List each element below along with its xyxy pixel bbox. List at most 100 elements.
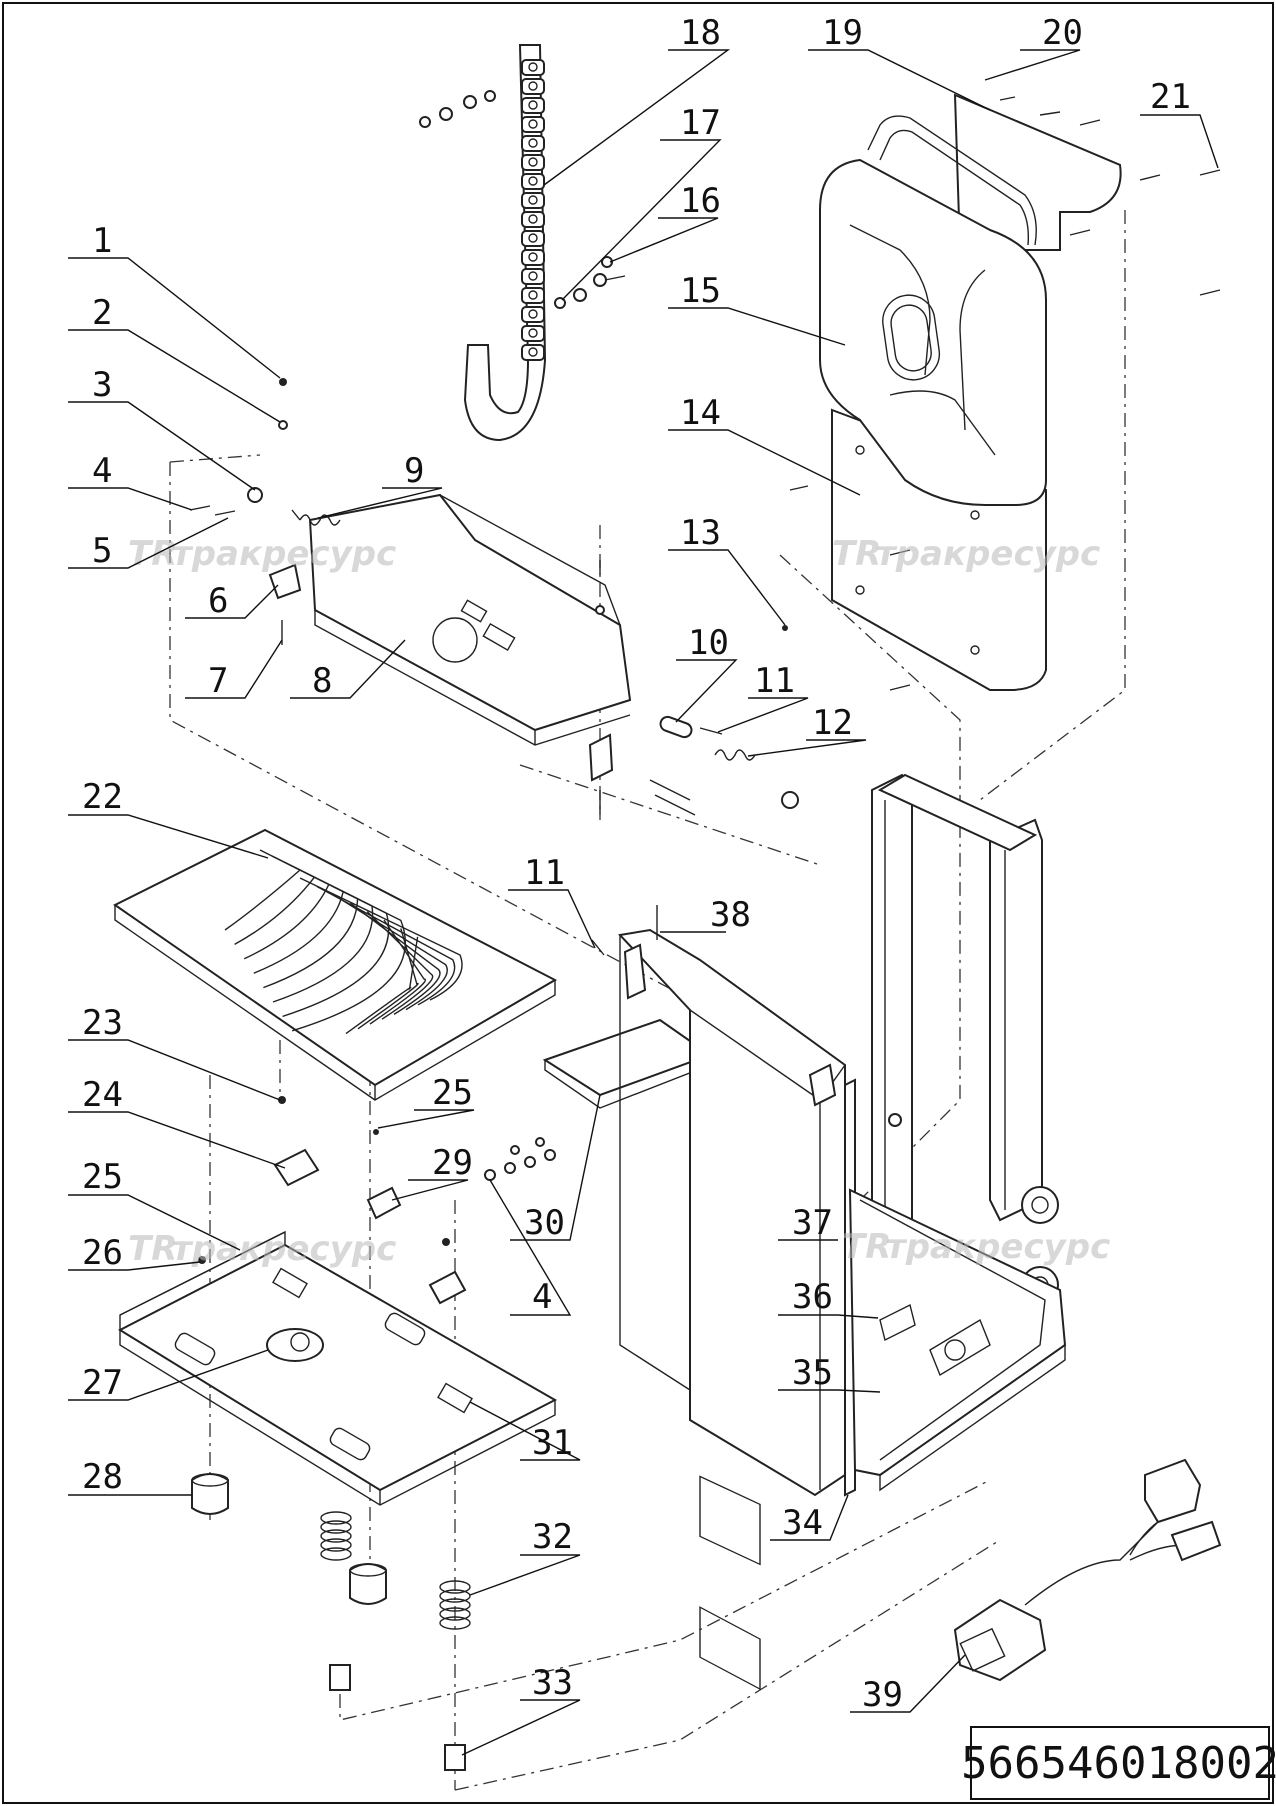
svg-text:24: 24 bbox=[82, 1075, 123, 1115]
svg-text:32: 32 bbox=[532, 1517, 573, 1557]
svg-text:33: 33 bbox=[532, 1663, 573, 1703]
callout-24: 24 bbox=[68, 1075, 286, 1169]
svg-text:39: 39 bbox=[862, 1675, 903, 1715]
callout-28: 28 bbox=[68, 1457, 192, 1497]
watermark-logo: TR bbox=[842, 1227, 891, 1267]
callout-14: 14 bbox=[668, 393, 861, 496]
svg-text:7: 7 bbox=[208, 661, 228, 701]
svg-text:30: 30 bbox=[524, 1203, 565, 1243]
seat-pan bbox=[113, 828, 558, 1101]
callout-7: 7 bbox=[185, 639, 283, 701]
svg-text:25: 25 bbox=[432, 1073, 473, 1113]
seat-support-column bbox=[484, 905, 856, 1691]
svg-text:28: 28 bbox=[82, 1457, 123, 1497]
callout-11b: 11 bbox=[508, 853, 596, 949]
callout-1: 1 bbox=[68, 221, 281, 379]
callout-15: 15 bbox=[668, 271, 846, 346]
svg-text:11: 11 bbox=[524, 853, 565, 893]
wiring-harness bbox=[953, 1458, 1222, 1682]
svg-text:18: 18 bbox=[680, 13, 721, 53]
callout-29: 29 bbox=[391, 1143, 473, 1201]
svg-text:19: 19 bbox=[822, 13, 863, 53]
svg-text:12: 12 bbox=[812, 703, 853, 743]
document-number: 566546018002 bbox=[961, 1726, 1276, 1800]
callout-4: 4 bbox=[68, 451, 193, 511]
svg-text:17: 17 bbox=[680, 103, 721, 143]
callout-8: 8 bbox=[290, 639, 406, 701]
watermark-logo: TR bbox=[128, 534, 177, 574]
svg-text:27: 27 bbox=[82, 1363, 123, 1403]
callout-12: 12 bbox=[747, 703, 867, 757]
callout-3: 3 bbox=[68, 365, 256, 491]
callout-25b: 25 bbox=[377, 1073, 475, 1129]
callout-26: 26 bbox=[68, 1233, 201, 1273]
callout-37: 37 bbox=[778, 1203, 838, 1243]
cable-chain bbox=[463, 44, 547, 442]
svg-text:2: 2 bbox=[92, 293, 112, 333]
svg-text:1: 1 bbox=[92, 221, 112, 261]
watermark-1: TR тракресурс bbox=[128, 534, 396, 574]
callout-9: 9 bbox=[317, 451, 443, 519]
svg-text:26: 26 bbox=[82, 1233, 123, 1273]
svg-text:23: 23 bbox=[82, 1003, 123, 1043]
callout-2: 2 bbox=[68, 293, 281, 423]
callout-35: 35 bbox=[778, 1353, 881, 1393]
watermark-text: тракресурс bbox=[876, 534, 1100, 574]
svg-text:31: 31 bbox=[532, 1423, 573, 1463]
watermark-logo: TR bbox=[832, 534, 881, 574]
svg-text:14: 14 bbox=[680, 393, 721, 433]
callout-10: 10 bbox=[675, 623, 738, 723]
callout-6: 6 bbox=[185, 581, 279, 621]
svg-text:6: 6 bbox=[208, 581, 228, 621]
mast-and-platform bbox=[848, 773, 1067, 1492]
chain-mount-hardware bbox=[419, 90, 626, 309]
svg-text:4: 4 bbox=[92, 451, 112, 491]
callout-34: 34 bbox=[770, 1494, 849, 1543]
callouts: 1 2 3 4 5 6 7 8 9 10 11 12 13 14 15 16 1… bbox=[68, 13, 1219, 1756]
watermark-logo: TR bbox=[128, 1229, 177, 1269]
seat-base bbox=[117, 1096, 558, 1771]
svg-text:21: 21 bbox=[1150, 77, 1191, 117]
svg-text:36: 36 bbox=[792, 1277, 833, 1317]
svg-text:38: 38 bbox=[710, 895, 751, 935]
svg-text:15: 15 bbox=[680, 271, 721, 311]
svg-text:25: 25 bbox=[82, 1157, 123, 1197]
callout-18: 18 bbox=[543, 13, 731, 186]
svg-text:37: 37 bbox=[792, 1203, 833, 1243]
svg-text:5: 5 bbox=[92, 531, 112, 571]
seat-frame bbox=[189, 378, 799, 816]
callout-25: 25 bbox=[68, 1157, 241, 1251]
callout-32: 32 bbox=[469, 1517, 581, 1596]
callout-11: 11 bbox=[717, 661, 809, 733]
watermark-4: TR тракресурс bbox=[842, 1227, 1110, 1267]
svg-text:34: 34 bbox=[782, 1503, 823, 1543]
svg-text:16: 16 bbox=[680, 181, 721, 221]
watermark-text: тракресурс bbox=[886, 1227, 1110, 1267]
callout-38: 38 bbox=[660, 895, 751, 935]
svg-text:3: 3 bbox=[92, 365, 112, 405]
watermark-text: тракресурс bbox=[172, 534, 396, 574]
callout-31: 31 bbox=[469, 1401, 581, 1463]
callout-20: 20 bbox=[984, 13, 1083, 81]
callout-36: 36 bbox=[778, 1277, 879, 1319]
svg-text:22: 22 bbox=[82, 777, 123, 817]
callout-17: 17 bbox=[561, 103, 722, 301]
watermark-3: TR тракресурс bbox=[128, 1229, 396, 1269]
svg-text:10: 10 bbox=[688, 623, 729, 663]
callout-5: 5 bbox=[68, 517, 229, 571]
callout-27: 27 bbox=[68, 1349, 269, 1403]
callout-23: 23 bbox=[68, 1003, 281, 1101]
svg-text:29: 29 bbox=[432, 1143, 473, 1183]
callout-21: 21 bbox=[1140, 77, 1219, 169]
callout-4b: 4 bbox=[489, 1179, 572, 1317]
svg-text:13: 13 bbox=[680, 513, 721, 553]
callout-13: 13 bbox=[668, 513, 786, 626]
callout-19: 19 bbox=[808, 13, 991, 111]
callout-30: 30 bbox=[510, 1094, 601, 1243]
callout-33: 33 bbox=[461, 1663, 581, 1756]
svg-text:20: 20 bbox=[1042, 13, 1083, 53]
watermark-text: тракресурс bbox=[172, 1229, 396, 1269]
svg-text:8: 8 bbox=[312, 661, 332, 701]
callout-16: 16 bbox=[609, 181, 721, 263]
callout-39: 39 bbox=[850, 1654, 966, 1715]
